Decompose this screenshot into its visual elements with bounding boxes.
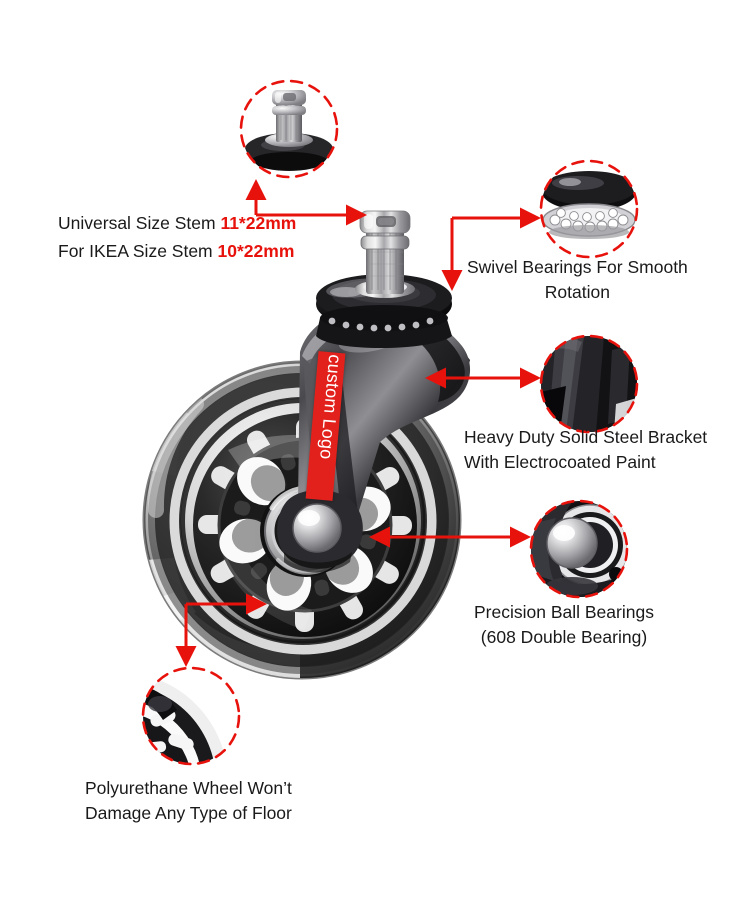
- center-ball-bearing: [260, 485, 352, 577]
- spec-ikea-stem-value: 10*22mm: [217, 241, 295, 261]
- detail-bracket-zoom: [541, 336, 637, 432]
- spec-universal-stem-value: 11*22mm: [220, 213, 297, 233]
- detail-circle-stem: [239, 79, 339, 179]
- spec-ikea-stem-label: For IKEA Size Stem: [58, 241, 213, 261]
- detail-circle-polyurethane: [141, 666, 241, 766]
- steel-bracket: [277, 307, 471, 573]
- swivel-bearing-cap: [316, 274, 452, 348]
- detail-circle-bracket: [539, 334, 639, 434]
- callout-poly-line2: Damage Any Type of Floor: [85, 803, 292, 823]
- callout-poly-line1: Polyurethane Wheel Won’t: [85, 778, 292, 798]
- callout-polyurethane-wheel: Polyurethane Wheel Won’t Damage Any Type…: [85, 776, 292, 826]
- custom-logo-text: custom Logo: [316, 353, 346, 461]
- callout-bearing-line1: Precision Ball Bearings: [474, 602, 654, 622]
- detail-polyurethane-zoom: [143, 668, 239, 764]
- callout-bracket-line2: With Electrocoated Paint: [464, 452, 656, 472]
- callout-swivel-line2: Rotation: [544, 282, 610, 302]
- callout-swivel-bearings: Swivel Bearings For Smooth Rotation: [467, 255, 688, 305]
- caster-stem: [359, 210, 411, 294]
- callout-swivel-line1: Swivel Bearings For Smooth: [467, 257, 688, 277]
- callout-bearing-line2: (608 Double Bearing): [480, 627, 648, 647]
- detail-stem-zoom: [241, 81, 337, 177]
- callout-bracket-line1: Heavy Duty Solid Steel Bracket: [464, 427, 708, 447]
- detail-circle-bearing: [529, 499, 629, 599]
- spec-ikea-stem: For IKEA Size Stem 10*22mm: [58, 238, 294, 264]
- detail-swivel-zoom: [541, 161, 637, 257]
- callout-ball-bearings: Precision Ball Bearings (608 Double Bear…: [474, 600, 654, 650]
- detail-bearing-zoom: [531, 501, 627, 597]
- spec-universal-stem: Universal Size Stem 11*22mm: [58, 210, 296, 236]
- callout-steel-bracket: Heavy Duty Solid Steel Bracket With Elec…: [464, 425, 707, 475]
- custom-logo-badge: custom Logo: [305, 351, 346, 501]
- detail-circle-swivel: [539, 159, 639, 259]
- spec-universal-stem-label: Universal Size Stem: [58, 213, 216, 233]
- wheel-assembly: [142, 360, 462, 680]
